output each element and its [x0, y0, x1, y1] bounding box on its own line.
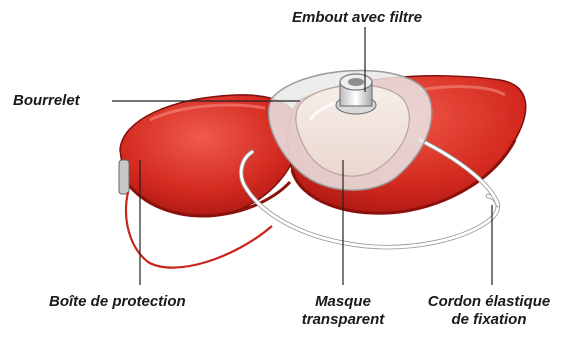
label-cordon-line2: de fixation [413, 311, 565, 329]
label-masque-line1: Masque [283, 293, 403, 311]
label-boite-de-protection: Boîte de protection [49, 293, 186, 311]
label-bourrelet: Bourrelet [13, 92, 80, 110]
filter-mouthpiece [336, 74, 376, 114]
label-cordon-elastique: Cordon élastique de fixation [413, 293, 565, 329]
label-cordon-line1: Cordon élastique [413, 293, 565, 311]
label-embout-avec-filtre: Embout avec filtre [292, 9, 422, 27]
label-masque-line2: transparent [283, 311, 403, 329]
label-masque-transparent: Masque transparent [283, 293, 403, 329]
